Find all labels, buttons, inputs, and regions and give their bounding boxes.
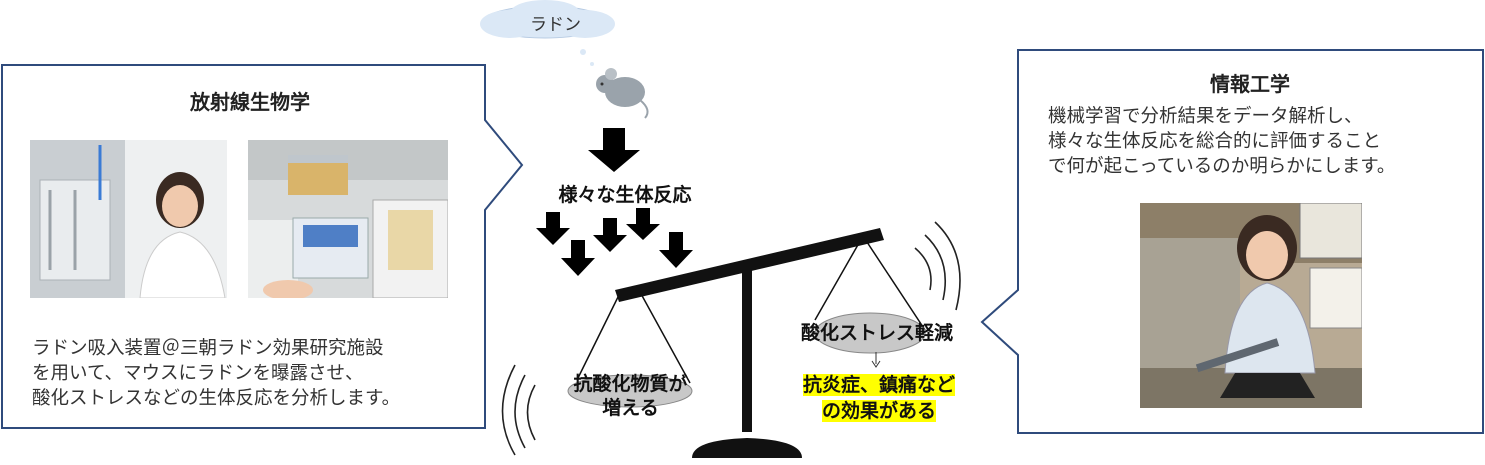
effect-label-line2: の効果がある <box>821 400 936 422</box>
lab-photo-equipment <box>248 140 448 298</box>
mouse-icon <box>596 68 649 119</box>
vibration-right-icon <box>914 221 961 311</box>
right-panel-caption: 機械学習で分析結果をデータ解析し、 様々な生体反応を総合的に評価すること で何が… <box>1048 106 1396 177</box>
vibration-left-icon <box>501 364 536 456</box>
arrow-cluster-icon <box>536 208 693 276</box>
left-panel-title: 放射線生物学 <box>190 90 310 114</box>
right-pan-label: 酸化ストレス軽減 <box>800 322 953 344</box>
down-arrow-icon <box>588 128 640 172</box>
lab-photo-researcher <box>30 140 227 298</box>
researcher-laptop-photo <box>1140 203 1362 408</box>
right-panel-title: 情報工学 <box>1210 72 1290 96</box>
left-pan-label: 抗酸化物質が 増える <box>573 373 688 419</box>
balance-scale-icon <box>567 228 926 458</box>
radon-cloud-icon <box>480 0 615 66</box>
effect-label-line1: 抗炎症、鎮痛など <box>802 374 955 396</box>
radon-cloud-label: ラドン <box>530 15 581 35</box>
effect-label: 抗炎症、鎮痛など の効果がある <box>774 372 984 424</box>
reactions-label: 様々な生体反応 <box>558 184 692 206</box>
left-panel-caption: ラドン吸入装置＠三朝ラドン効果研究施設 を用いて、マウスにラドンを曝露させ、 酸… <box>32 338 401 409</box>
